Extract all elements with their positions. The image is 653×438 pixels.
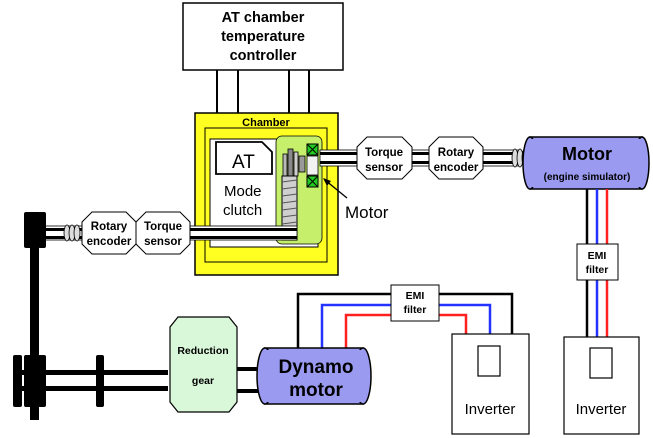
chamber-label: Chamber: [242, 117, 290, 129]
torque-sensor-left-label-1: Torque: [144, 221, 182, 233]
at-gearbox-shape: [215, 141, 273, 175]
engine-motor-label-2: (engine simulator): [544, 172, 631, 183]
inverter-right-label: Inverter: [576, 401, 627, 418]
dynamo-motor-label-1: Dynamo: [279, 357, 354, 378]
left-upper-flanges: [24, 212, 46, 248]
torque-sensor-top-label-1: Torque: [365, 147, 403, 159]
internal-motor-rotor: [306, 155, 319, 176]
rotary-encoder-top: [428, 136, 484, 180]
inverter-middle-panel: [477, 345, 501, 377]
chamber-inner-wall: [204, 127, 328, 263]
engine-simulator-motor: [522, 136, 650, 190]
at-label: AT: [232, 152, 255, 173]
dynamo-motor-label-2: motor: [289, 380, 343, 401]
motor-callout-label: Motor: [345, 203, 389, 222]
controller-wires: [216, 70, 310, 113]
torque-sensor-left: [135, 211, 191, 255]
gear-dynamo-shafts: [237, 367, 265, 393]
rotary-encoder-left: [81, 211, 137, 255]
inverter-middle-label: Inverter: [465, 401, 516, 418]
reduction-gear-label-2: gear: [192, 375, 214, 387]
rotary-encoder-top-label-1: Rotary: [438, 147, 475, 159]
rotary-encoder-top-label-2: encoder: [434, 162, 479, 174]
controller-label-3: controller: [230, 48, 297, 64]
dynamo-motor: [256, 347, 372, 405]
rotary-encoder-left-label-2: encoder: [87, 236, 132, 248]
reduction-gear: [169, 316, 238, 413]
lower-shafts: [14, 370, 168, 391]
torque-sensor-left-label-2: sensor: [144, 236, 182, 248]
left-coupling: [63, 224, 81, 242]
torque-sensor-top-label-2: sensor: [365, 162, 403, 174]
mode-clutch-label-1: Mode: [224, 183, 262, 200]
emi-filter-middle-label-2: filter: [404, 304, 427, 316]
emi-filter-right-label-2: filter: [586, 264, 609, 276]
torque-sensor-top: [356, 136, 413, 180]
emi-filter-right-label-1: EMI: [588, 250, 607, 262]
emi-filter-middle-label-1: EMI: [406, 290, 425, 302]
left-vertical-shaft: [30, 212, 39, 420]
rotary-encoder-left-label-1: Rotary: [91, 221, 128, 233]
emi-filter-right: [576, 243, 619, 281]
controller-label-1: AT chamber: [222, 10, 305, 26]
temperature-controller-box: [182, 2, 344, 71]
reduction-gear-label-1: Reduction: [177, 345, 228, 357]
engine-motor-label-1: Motor: [562, 144, 612, 164]
left-lower-flanges: [13, 355, 104, 407]
top-drive-shaft: [319, 149, 521, 167]
inverter-right-panel: [589, 347, 613, 379]
controller-label-2: temperature: [221, 29, 305, 45]
mode-clutch-label-2: clutch: [223, 202, 262, 219]
emi-filter-middle: [390, 284, 440, 322]
